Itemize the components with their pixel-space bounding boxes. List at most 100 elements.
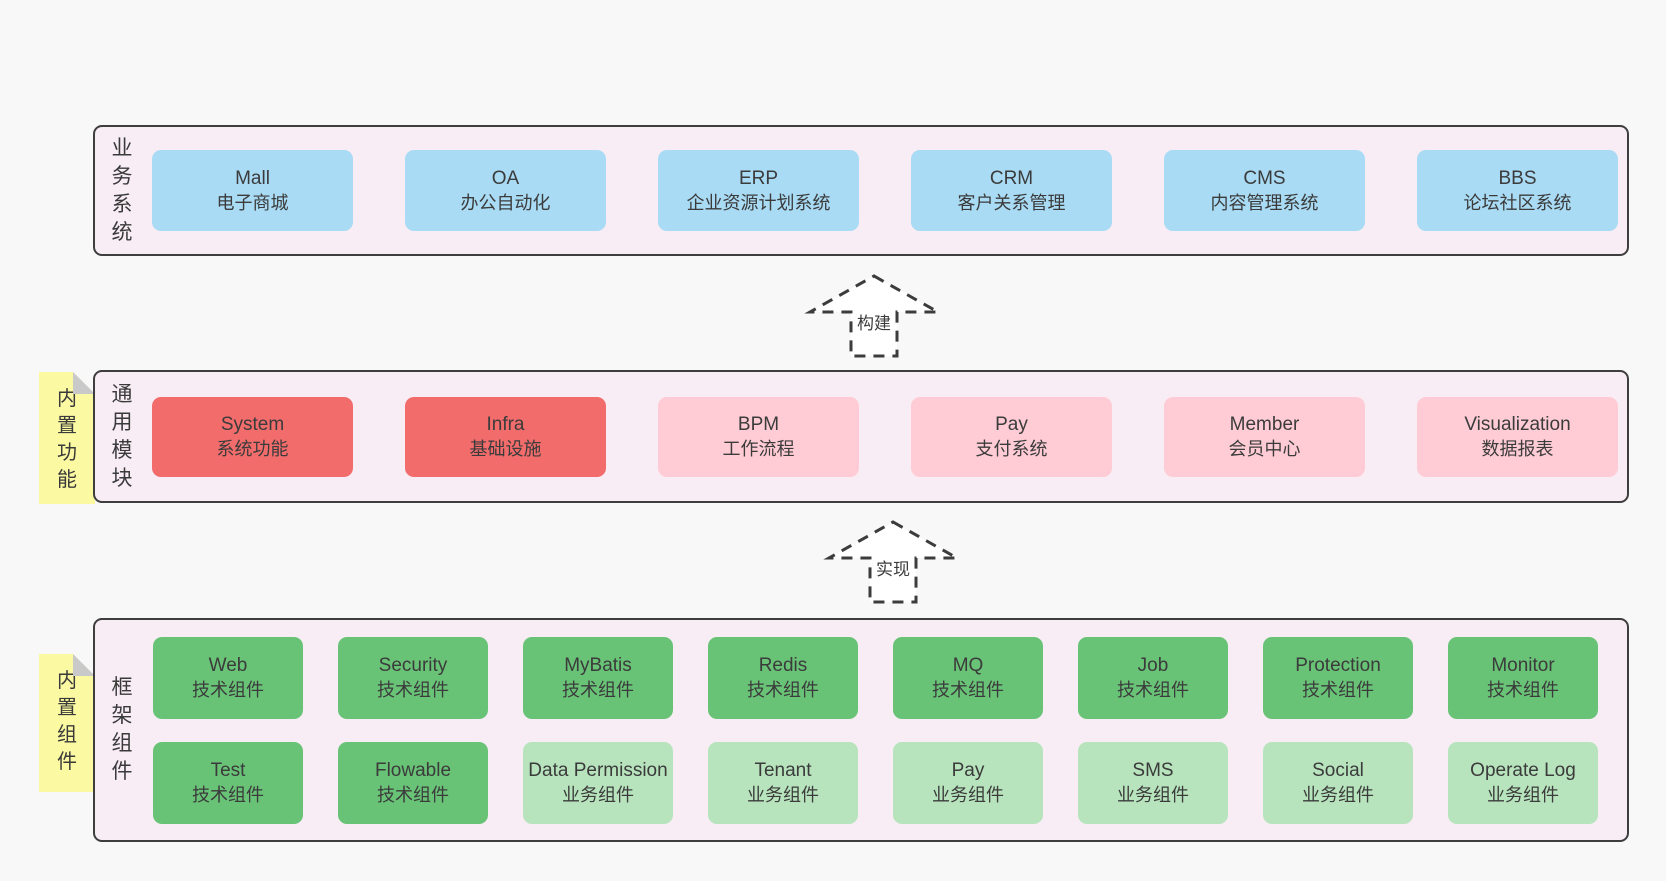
box-title: Monitor: [1491, 654, 1555, 676]
box-subtitle: 业务组件: [562, 784, 634, 805]
build-arrow-label: 构建: [853, 308, 895, 335]
box-title: MQ: [952, 654, 984, 676]
box-pay: Pay 支付系统: [911, 396, 1112, 477]
box-title: SMS: [1132, 759, 1174, 781]
box-title: ERP: [738, 167, 779, 189]
box-subtitle: 技术组件: [1117, 679, 1189, 700]
box-infra: Infra 基础设施: [405, 396, 606, 477]
box-title: Web: [208, 654, 248, 676]
box-subtitle: 业务组件: [747, 784, 819, 805]
box-title: MyBatis: [564, 654, 632, 676]
box-title: Visualization: [1464, 413, 1571, 435]
box-title: Pay: [951, 759, 985, 781]
box-crm: CRM 客户关系管理: [911, 150, 1112, 231]
box-subtitle: 办公自动化: [460, 192, 551, 213]
sticky-note-builtin-functions: 内置功能: [39, 372, 95, 504]
box-title: Operate Log: [1470, 759, 1576, 781]
box-subtitle: 业务组件: [1302, 784, 1374, 805]
box-test: Test 技术组件: [153, 741, 303, 824]
box-data-permission: Data Permission 业务组件: [523, 741, 673, 824]
box-system: System 系统功能: [152, 396, 353, 477]
box-bpm: BPM 工作流程: [658, 396, 859, 477]
box-flowable: Flowable 技术组件: [338, 741, 488, 824]
box-oa: OA 办公自动化: [405, 150, 606, 231]
sticky-note-builtin-components: 内置组件: [39, 654, 95, 792]
box-title: Mall: [235, 167, 270, 189]
box-sms: SMS 业务组件: [1078, 741, 1228, 824]
box-subtitle: 技术组件: [192, 784, 264, 805]
box-monitor: Monitor 技术组件: [1448, 636, 1598, 719]
layer-common-modules: 通用模块 System 系统功能 Infra 基础设施 BPM 工作流程 Pay…: [93, 370, 1629, 503]
box-operate-log: Operate Log 业务组件: [1448, 741, 1598, 824]
box-web: Web 技术组件: [153, 636, 303, 719]
box-mall: Mall 电子商城: [152, 150, 353, 231]
box-member: Member 会员中心: [1164, 396, 1365, 477]
sticky-note-text: 内置功能: [57, 388, 77, 491]
box-social: Social 业务组件: [1263, 741, 1413, 824]
build-arrow: 构建: [804, 272, 944, 360]
layer-framework-components: 框架组件 Web 技术组件 Security 技术组件 MyBatis 技术组件…: [93, 618, 1629, 842]
box-pay-biz: Pay 业务组件: [893, 741, 1043, 824]
box-erp: ERP 企业资源计划系统: [658, 150, 859, 231]
component-row-2: Test 技术组件 Flowable 技术组件 Data Permission …: [153, 741, 1598, 824]
sticky-note-text: 内置组件: [57, 670, 77, 773]
box-title: CRM: [989, 167, 1034, 189]
box-title: Job: [1137, 654, 1169, 676]
box-visualization: Visualization 数据报表: [1417, 396, 1618, 477]
box-subtitle: 客户关系管理: [957, 192, 1066, 213]
box-subtitle: 技术组件: [932, 679, 1004, 700]
box-title: OA: [491, 167, 520, 189]
box-security: Security 技术组件: [338, 636, 488, 719]
box-subtitle: 基础设施: [469, 438, 542, 459]
box-subtitle: 技术组件: [192, 679, 264, 700]
box-title: CMS: [1243, 167, 1286, 189]
box-redis: Redis 技术组件: [708, 636, 858, 719]
implement-arrow-label: 实现: [872, 554, 914, 581]
box-title: Member: [1229, 413, 1300, 435]
box-mybatis: MyBatis 技术组件: [523, 636, 673, 719]
box-title: BBS: [1498, 167, 1537, 189]
layer-business-systems: 业务系统 Mall 电子商城 OA 办公自动化 ERP 企业资源计划系统 CRM…: [93, 125, 1629, 256]
box-subtitle: 技术组件: [1487, 679, 1559, 700]
layer-title-framework-components: 框架组件: [111, 676, 133, 783]
box-title: Infra: [486, 413, 525, 435]
box-subtitle: 技术组件: [377, 784, 449, 805]
layer-title-business-systems: 业务系统: [111, 136, 133, 244]
box-subtitle: 技术组件: [562, 679, 634, 700]
box-bbs: BBS 论坛社区系统: [1417, 150, 1618, 231]
box-title: Pay: [995, 413, 1028, 435]
box-title: Protection: [1295, 654, 1381, 676]
box-mq: MQ 技术组件: [893, 636, 1043, 719]
box-title: Flowable: [374, 759, 452, 781]
box-title: BPM: [737, 413, 780, 435]
box-subtitle: 业务组件: [932, 784, 1004, 805]
box-title: Security: [378, 654, 448, 676]
box-subtitle: 数据报表: [1481, 438, 1554, 459]
box-job: Job 技术组件: [1078, 636, 1228, 719]
box-cms: CMS 内容管理系统: [1164, 150, 1365, 231]
layer-title-common-modules: 通用模块: [111, 382, 133, 490]
box-subtitle: 技术组件: [1302, 679, 1374, 700]
box-subtitle: 企业资源计划系统: [686, 192, 831, 213]
implement-arrow: 实现: [823, 518, 963, 606]
box-subtitle: 支付系统: [975, 438, 1048, 459]
box-subtitle: 工作流程: [722, 438, 795, 459]
box-subtitle: 电子商城: [216, 192, 289, 213]
box-title: Social: [1312, 759, 1364, 781]
box-title: Redis: [758, 654, 808, 676]
box-title: Tenant: [754, 759, 812, 781]
box-subtitle: 技术组件: [747, 679, 819, 700]
box-title: Data Permission: [528, 759, 668, 781]
box-subtitle: 业务组件: [1487, 784, 1559, 805]
box-subtitle: 业务组件: [1117, 784, 1189, 805]
box-subtitle: 技术组件: [377, 679, 449, 700]
box-subtitle: 会员中心: [1228, 438, 1301, 459]
box-title: Test: [210, 759, 246, 781]
box-protection: Protection 技术组件: [1263, 636, 1413, 719]
box-subtitle: 系统功能: [216, 438, 289, 459]
box-subtitle: 论坛社区系统: [1463, 192, 1572, 213]
box-subtitle: 内容管理系统: [1210, 192, 1319, 213]
component-row-1: Web 技术组件 Security 技术组件 MyBatis 技术组件 Redi…: [153, 636, 1598, 719]
box-tenant: Tenant 业务组件: [708, 741, 858, 824]
